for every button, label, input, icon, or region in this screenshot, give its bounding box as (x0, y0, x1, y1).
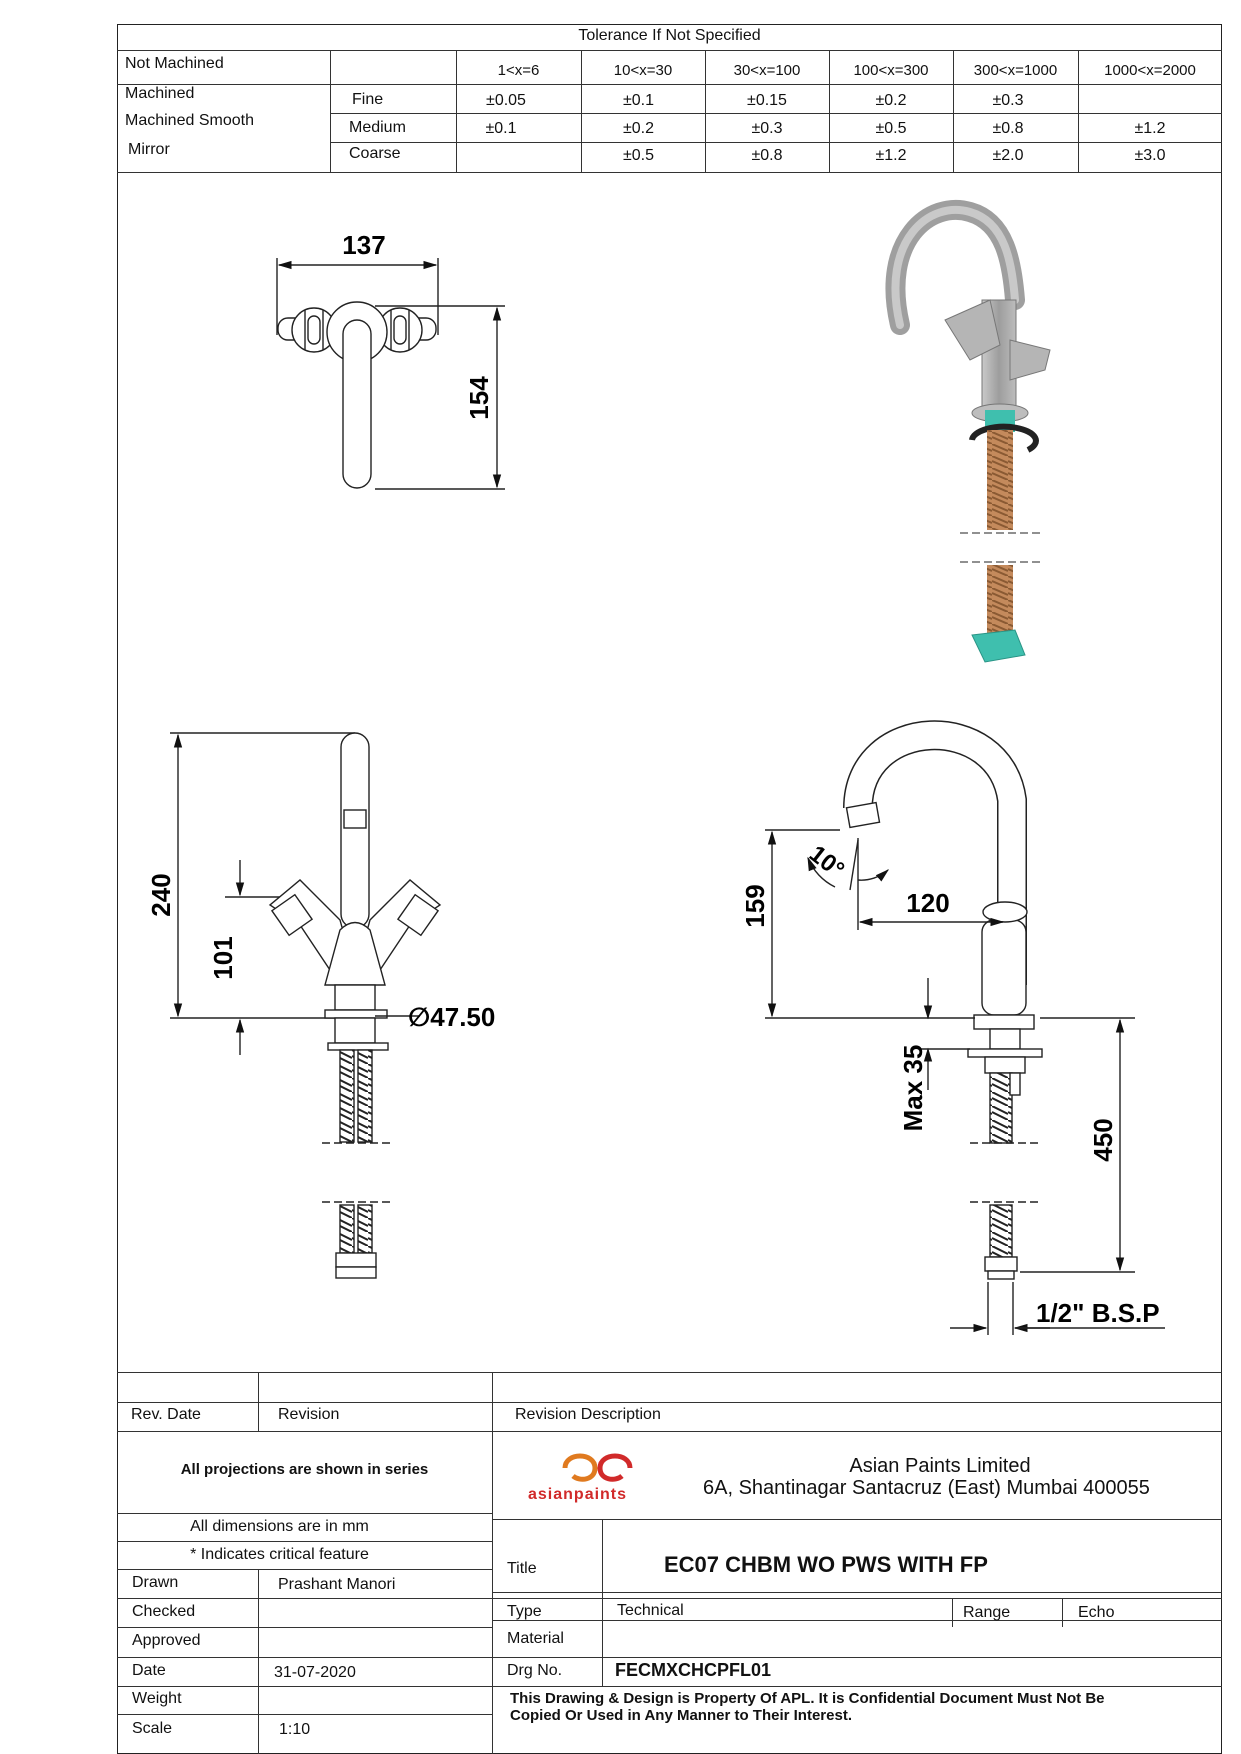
tol-cell: ±0.05 (486, 92, 526, 109)
tol-cell: ±3.0 (1134, 147, 1166, 164)
tol-cell: ±0.3 (751, 120, 783, 137)
tol-cell: ±0.8 (751, 147, 783, 164)
range-label: Range (963, 1604, 1011, 1621)
company-name: Asian Paints Limited (849, 1455, 1031, 1477)
weight-label: Weight (132, 1690, 182, 1707)
dim-side-height: 159 (740, 884, 770, 927)
tol-cell: ±0.1 (622, 92, 655, 109)
dim-front-handle: 101 (208, 936, 238, 979)
tol-cell: ±0.2 (875, 92, 907, 109)
date-value: 31-07-2020 (274, 1664, 356, 1681)
isometric-view (885, 200, 1051, 663)
range-header: 10<x=30 (613, 62, 673, 79)
range-header: 1000<x=2000 (1104, 62, 1196, 79)
drawing-views: 137 154 240 101 ∅47.50 159 120 10° Max 3… (146, 200, 1165, 1335)
top-view (276, 258, 505, 490)
rev-date-label: Rev. Date (131, 1406, 201, 1423)
range-header: 1<x=6 (497, 62, 540, 79)
tol-cell: ±0.1 (485, 120, 517, 137)
grade-coarse: Coarse (349, 145, 401, 162)
type-label: Type (507, 1603, 542, 1620)
range-value: Echo (1078, 1604, 1115, 1621)
type-value: Technical (617, 1602, 684, 1619)
company-address: 6A, Shantinagar Santacruz (East) Mumbai … (703, 1477, 1150, 1499)
revision-description-label: Revision Description (515, 1406, 661, 1423)
revision-label: Revision (278, 1406, 340, 1423)
dim-top-width: 137 (342, 230, 385, 260)
drawn-value: Prashant Manori (278, 1576, 396, 1593)
drawing-number: FECMXCHCPFL01 (615, 1660, 772, 1680)
tolerance-title: Tolerance If Not Specified (578, 27, 761, 44)
tol-cell: ±1.2 (1134, 120, 1166, 137)
grade-fine: Fine (352, 91, 384, 108)
title-label: Title (507, 1560, 537, 1577)
scale-label: Scale (132, 1720, 173, 1737)
projections-note: All projections are shown in series (180, 1461, 429, 1478)
dim-spout-angle: 10° (804, 840, 849, 884)
grade-medium: Medium (349, 119, 406, 136)
tol-cell: ±0.2 (622, 120, 655, 137)
front-view (170, 732, 442, 1279)
dim-max-thickness: Max 35 (898, 1045, 928, 1132)
tol-cell: ±0.5 (622, 147, 655, 164)
tol-cell: ±1.2 (875, 147, 907, 164)
confidential-line-2: Copied Or Used in Any Manner to Their In… (510, 1707, 852, 1724)
approved-label: Approved (132, 1632, 201, 1649)
dim-top-depth: 154 (464, 376, 494, 420)
tol-cell: ±0.3 (992, 92, 1024, 109)
dim-base-diameter: ∅47.50 (408, 1002, 495, 1032)
range-header: 300<x=1000 (973, 62, 1058, 79)
drawn-label: Drawn (132, 1574, 179, 1591)
dim-hose-length: 450 (1088, 1118, 1118, 1161)
row-label-not-machined: Not Machined (125, 55, 224, 72)
row-label-mirror: Mirror (128, 141, 170, 158)
tol-cell: ±0.5 (875, 120, 907, 137)
tol-cell: ±0.15 (747, 92, 787, 109)
dim-side-reach: 120 (906, 888, 949, 918)
row-label-machined-smooth: Machined Smooth (125, 112, 254, 129)
checked-label: Checked (132, 1603, 196, 1620)
drawing-title: EC07 CHBM WO PWS WITH FP (664, 1552, 988, 1577)
date-label: Date (132, 1662, 166, 1679)
tol-cell: ±0.8 (992, 120, 1024, 137)
material-label: Material (507, 1630, 564, 1647)
company-logo (562, 1453, 633, 1482)
dim-front-height: 240 (146, 873, 176, 916)
scale-value: 1:10 (279, 1721, 311, 1738)
logo-wordmark: asianpaints (528, 1486, 628, 1503)
confidential-line-1: This Drawing & Design is Property Of APL… (510, 1690, 1105, 1707)
range-header: 30<x=100 (733, 62, 801, 79)
dimensions-note: All dimensions are in mm (190, 1518, 369, 1535)
critical-feature-note: * Indicates critical feature (190, 1546, 369, 1563)
range-header: 100<x=300 (853, 62, 929, 79)
row-label-machined: Machined (125, 85, 195, 102)
drawing-number-label: Drg No. (507, 1662, 563, 1679)
side-view (765, 720, 1165, 1335)
tol-cell: ±2.0 (992, 147, 1024, 164)
dim-thread: 1/2" B.S.P (1036, 1298, 1160, 1328)
